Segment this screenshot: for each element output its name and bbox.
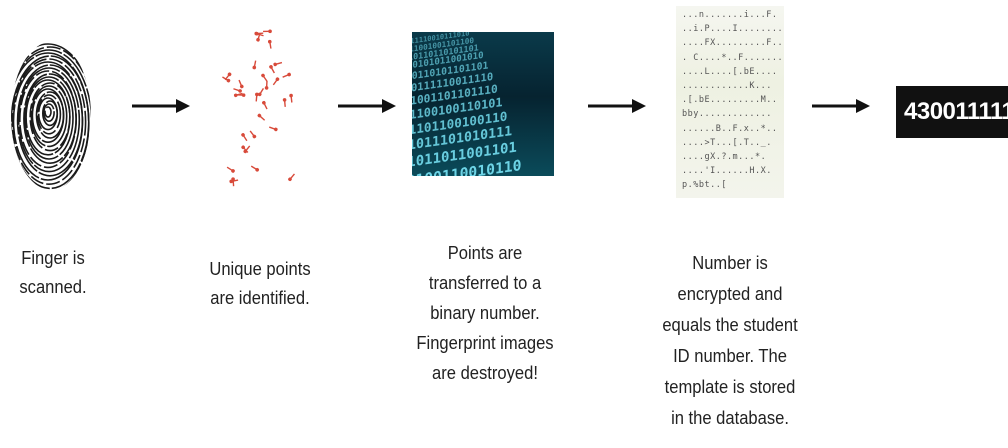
caption-line: ID number. The bbox=[673, 346, 787, 366]
minutia-point bbox=[250, 165, 260, 172]
caption-step-2: Unique points are identified. bbox=[196, 255, 325, 313]
caption-line: Number is bbox=[692, 253, 768, 273]
fingerprint-ridge bbox=[44, 106, 52, 118]
template-row: ......B..F.x..*.. bbox=[682, 123, 778, 134]
minutia-point bbox=[269, 65, 275, 74]
minutia-point bbox=[255, 92, 259, 102]
arrow-3 bbox=[588, 98, 646, 119]
fingerprint-ridge bbox=[12, 61, 84, 181]
minutia-point bbox=[264, 80, 269, 90]
template-row: . C....*..F....... bbox=[682, 52, 784, 63]
caption-step-3: Points are transferred to a binary numbe… bbox=[407, 238, 563, 388]
template-row: ...n.......i...F. bbox=[682, 10, 778, 20]
fingerprint-ridge bbox=[11, 52, 90, 190]
fingerprint-ridge bbox=[18, 70, 78, 169]
arrow-2 bbox=[338, 98, 396, 119]
fingerprint-ridge bbox=[11, 58, 87, 185]
minutia-point bbox=[222, 76, 231, 83]
caption-line: equals the student bbox=[662, 315, 798, 335]
minutia-point bbox=[249, 130, 257, 139]
minutia-point bbox=[272, 77, 280, 86]
caption-line: binary number. bbox=[430, 303, 540, 323]
caption-line: Fingerprint images bbox=[416, 333, 554, 353]
minutia-point bbox=[243, 145, 251, 154]
minutia-point bbox=[256, 32, 261, 42]
minutia-point bbox=[288, 173, 295, 182]
minutia-point bbox=[252, 60, 257, 70]
caption-line: Points are bbox=[447, 243, 523, 263]
minutia-point bbox=[231, 177, 235, 187]
caption-line: are identified. bbox=[210, 288, 310, 308]
minutia-point bbox=[273, 61, 283, 67]
template-row: ....>T...[.T.._. bbox=[682, 137, 772, 148]
fingerprint-ridge bbox=[37, 97, 59, 131]
student-id-box: 4300111111 bbox=[896, 86, 1008, 138]
template-row: ............K... bbox=[682, 81, 772, 91]
student-id-number: 4300111111 bbox=[904, 98, 1008, 125]
fingerprint-ridge bbox=[25, 79, 71, 156]
caption-line: are destroyed! bbox=[432, 363, 538, 383]
minutia-point bbox=[269, 126, 278, 132]
caption-line: in the database. bbox=[671, 408, 789, 428]
fingerprint-ridge bbox=[43, 103, 55, 123]
minutia-point bbox=[263, 29, 272, 34]
minutia-point bbox=[241, 133, 248, 142]
minutia-point bbox=[226, 166, 235, 173]
fingerprint-ridge bbox=[24, 76, 74, 160]
template-row: .[.bE.........M.. bbox=[682, 95, 778, 106]
fingerprint-ridge bbox=[11, 49, 91, 190]
template-row: ....'I......H.X. bbox=[682, 166, 772, 177]
minutia-point bbox=[238, 79, 244, 89]
fingerprint-icon bbox=[11, 43, 91, 190]
minutia-point bbox=[233, 92, 243, 98]
minutia-point bbox=[257, 113, 266, 121]
fingerprint-ridge bbox=[36, 94, 62, 135]
arrow-1 bbox=[132, 98, 190, 119]
fingerprint-ridge bbox=[31, 88, 65, 144]
minutia-point bbox=[267, 39, 272, 49]
fingerprint-ridge bbox=[30, 85, 68, 148]
fingerprint-ridge bbox=[11, 43, 91, 190]
template-row: ..i.P....I........ bbox=[682, 24, 784, 35]
caption-step-1: Finger is scanned. bbox=[2, 244, 103, 302]
minutia-point bbox=[282, 72, 291, 78]
caption-line: template is stored bbox=[664, 377, 796, 397]
minutia-point bbox=[262, 100, 268, 110]
caption-line: encrypted and bbox=[677, 284, 783, 304]
template-row: ....gX.?.m...*. bbox=[682, 152, 767, 162]
fingerprint-ridge bbox=[11, 46, 91, 190]
minutia-point bbox=[261, 73, 268, 82]
template-row: ....FX.........F.. bbox=[682, 38, 784, 49]
fingerprint-ridge bbox=[11, 55, 90, 190]
template-row: p.%bt..[ bbox=[682, 180, 727, 191]
minutia-point bbox=[233, 88, 242, 93]
caption-line: transferred to a bbox=[428, 273, 542, 293]
fingerprint-ridge bbox=[17, 67, 81, 173]
caption-line: scanned. bbox=[19, 277, 87, 297]
minutia-point bbox=[257, 88, 265, 97]
encrypted-template-image: ...n.......i...F. ..i.P....I........ ....F… bbox=[676, 6, 784, 198]
minutia-point bbox=[282, 98, 287, 107]
minutia-point bbox=[289, 93, 293, 103]
arrow-4 bbox=[812, 98, 870, 119]
template-row: bby............. bbox=[682, 109, 772, 120]
caption-line: Finger is bbox=[21, 248, 85, 268]
template-row: ....L....[.bE.... bbox=[682, 66, 778, 77]
caption-step-4: Number is encrypted and equals the stude… bbox=[647, 248, 813, 434]
minutiae-points bbox=[222, 29, 295, 187]
caption-line: Unique points bbox=[209, 259, 311, 279]
